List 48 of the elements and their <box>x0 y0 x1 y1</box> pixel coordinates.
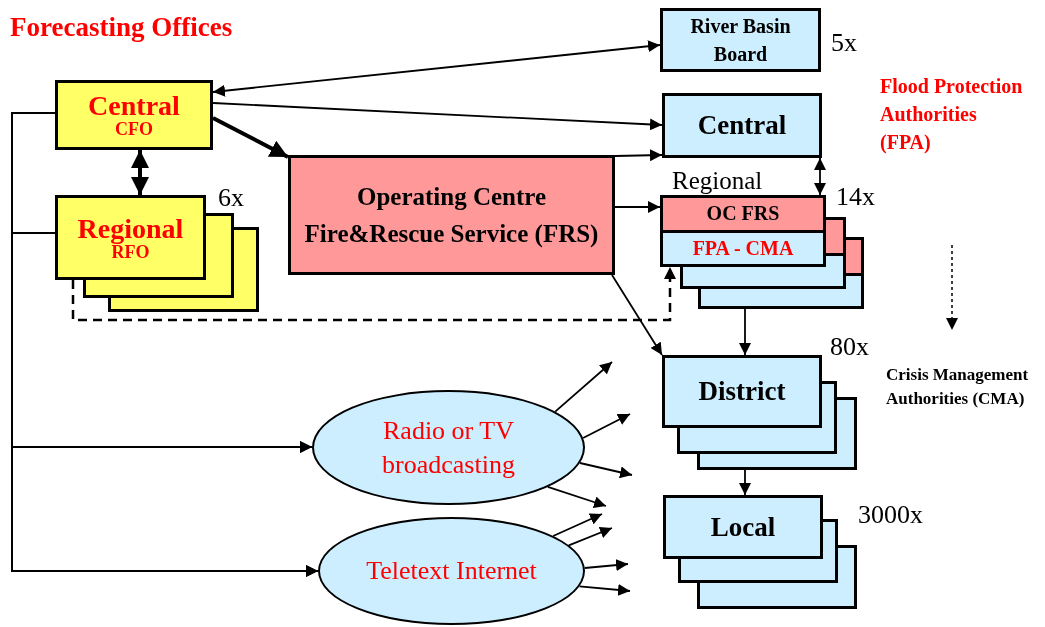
organisation-box <box>55 80 213 150</box>
box-label: District <box>697 375 787 408</box>
arrow <box>554 361 613 413</box>
box-label: Local <box>709 510 777 544</box>
heading: Forecasting Offices <box>10 12 233 43</box>
arrow <box>583 559 629 572</box>
box-label: Central <box>87 92 181 120</box>
arrow <box>212 102 663 131</box>
count-label: 80x <box>830 332 869 362</box>
box-label: Operating Centre Fire&Rescue Service (FRS) <box>303 181 600 250</box>
arrow <box>739 469 751 496</box>
box-label: FPA - CMA <box>692 236 794 260</box>
box-label: CFO <box>114 120 154 138</box>
arrow <box>614 201 661 213</box>
organisation-box <box>55 195 206 280</box>
organisation-box <box>660 195 826 267</box>
arrow <box>131 150 149 195</box>
arrow <box>71 267 676 322</box>
organisation-box <box>660 8 821 72</box>
box-label: OC FRS <box>706 202 780 226</box>
organisation-box <box>662 93 822 158</box>
note-text: Regional <box>672 166 764 196</box>
arrow <box>546 486 607 508</box>
box-label: Central <box>696 109 788 142</box>
arrow <box>578 583 631 596</box>
arrow <box>11 232 319 577</box>
arrow <box>611 274 663 356</box>
box-label: Radio or TV broadcasting <box>381 414 516 481</box>
arrow <box>552 513 603 537</box>
arrow <box>739 308 751 356</box>
count-label: 6x <box>218 183 244 213</box>
arrow <box>212 116 289 159</box>
arrow <box>212 40 661 97</box>
count-label: 5x <box>831 28 857 58</box>
box-label: Teletext Internet <box>365 555 538 588</box>
arrow <box>614 149 663 162</box>
arrow <box>567 526 613 547</box>
arrow <box>579 462 633 479</box>
box-label: River Basin Board <box>689 14 792 67</box>
note-text: Crisis Management Authorities (CMA) <box>886 364 1030 410</box>
arrow <box>814 157 826 196</box>
count-label: 3000x <box>858 500 923 530</box>
organisation-box <box>662 355 822 428</box>
organisation-box <box>288 155 615 275</box>
note-text: Flood Protection Authorities (FPA) <box>880 74 1024 156</box>
count-label: 14x <box>836 182 875 212</box>
arrow <box>582 413 631 439</box>
organisation-box <box>663 495 823 559</box>
